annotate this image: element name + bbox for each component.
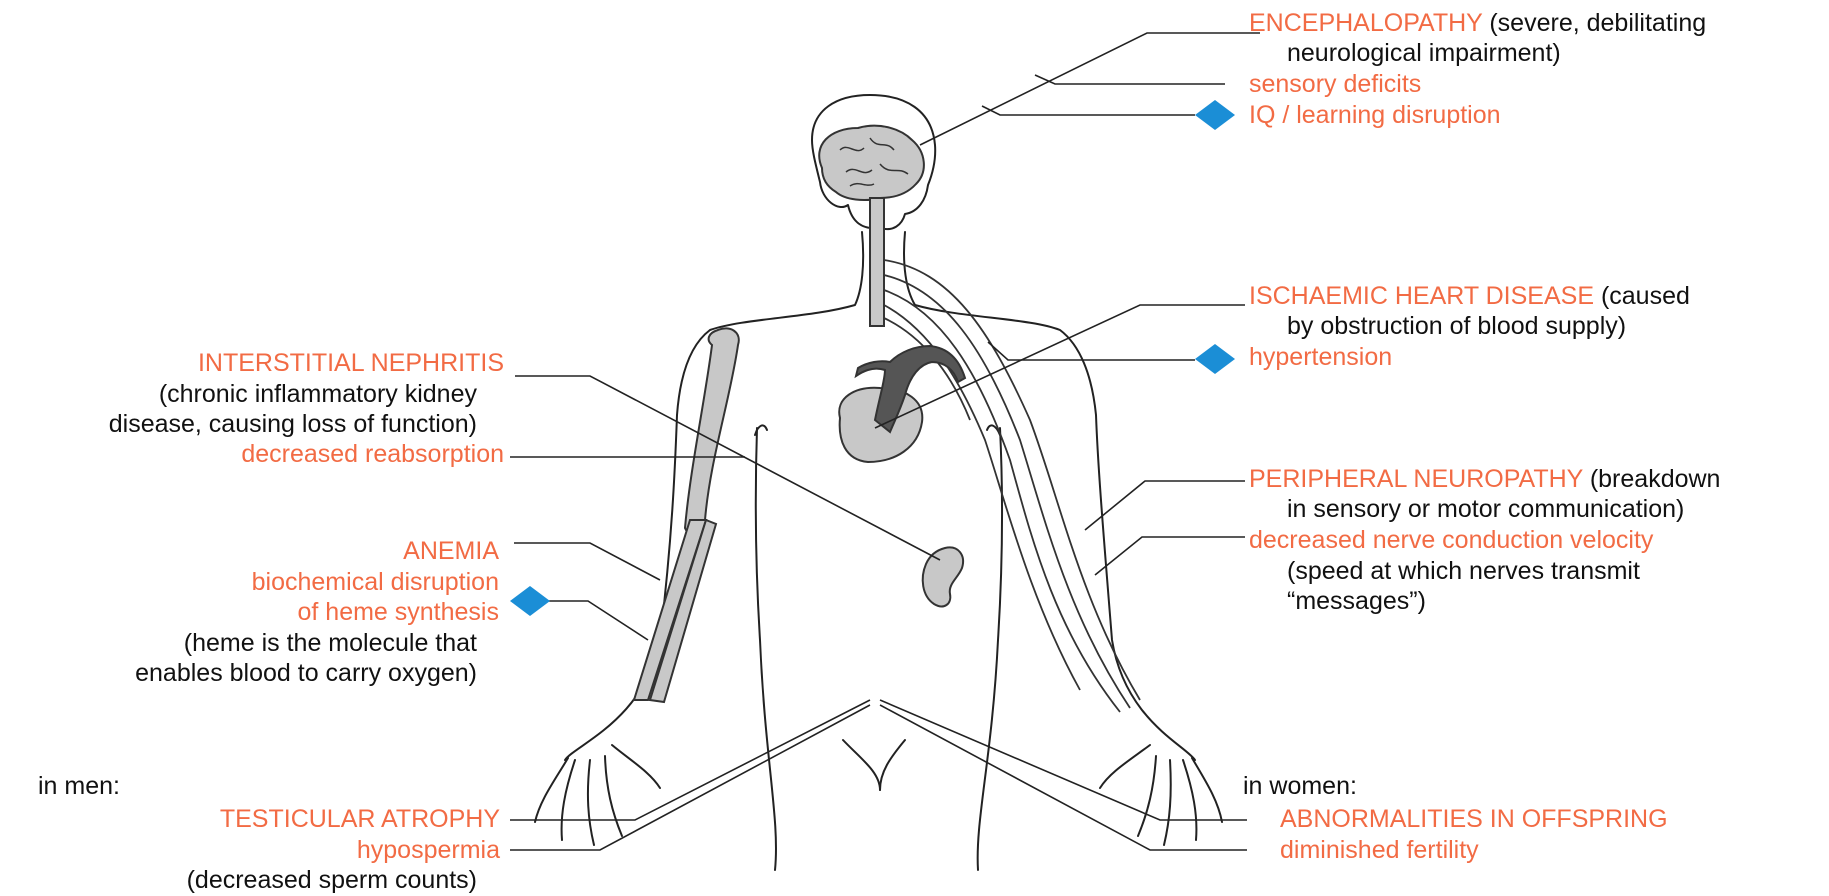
iq-marker-diamond-icon — [1195, 100, 1235, 130]
peripheral-title: PERIPHERAL NEUROPATHY — [1249, 465, 1583, 493]
iq-leader — [982, 106, 1195, 115]
fertility-leader — [880, 705, 1247, 850]
nephritis-label: INTERSTITIAL NEPHRITIS — [198, 348, 504, 378]
nerve-note-a: (speed at which nerves transmit — [1287, 557, 1640, 585]
ischaemic-leader — [875, 305, 1245, 428]
fertility-label: diminished fertility — [1280, 835, 1479, 865]
sensory-leader — [1035, 75, 1225, 84]
peripheral-leader — [1085, 481, 1245, 530]
reabsorption-label: decreased reabsorption — [241, 439, 504, 469]
heme-note-b: enables blood to carry oxygen) — [135, 658, 477, 688]
nephritis-note-a: (chronic inflammatory kidney — [159, 379, 477, 409]
nerve-velocity-leader — [1095, 537, 1245, 575]
ischaemic-title: ISCHAEMIC HEART DISEASE — [1249, 282, 1594, 310]
nerve-velocity-note: (speed at which nerves transmit “message… — [1287, 556, 1640, 616]
heme-label-a: biochemical disruption — [252, 567, 499, 597]
heart — [839, 346, 965, 462]
hypertension-marker-diamond-icon — [1195, 344, 1235, 374]
heme-marker-diamond-icon — [510, 586, 550, 616]
hypertension-label: hypertension — [1249, 342, 1392, 372]
testicular-label: TESTICULAR ATROPHY — [220, 804, 500, 834]
offspring-leader — [880, 700, 1247, 820]
peripheral-note-b: in sensory or motor communication) — [1249, 494, 1684, 524]
encephalopathy-note-a: (severe, debilitating — [1489, 9, 1706, 37]
encephalopathy-note-b: neurological impairment) — [1249, 38, 1561, 68]
women-heading: in women: — [1243, 771, 1357, 801]
sperm-note: (decreased sperm counts) — [187, 865, 477, 895]
hypospermia-label: hypospermia — [357, 835, 500, 865]
nerves — [884, 260, 1140, 712]
offspring-label: ABNORMALITIES IN OFFSPRING — [1280, 804, 1668, 834]
hypertension-leader — [988, 342, 1195, 360]
kidney — [923, 547, 963, 606]
heme-label-b: of heme synthesis — [298, 597, 500, 627]
ischaemic-note-b: by obstruction of blood supply) — [1249, 311, 1626, 341]
ischaemic-label: ISCHAEMIC HEART DISEASE (caused by obstr… — [1249, 281, 1690, 341]
peripheral-note-a: (breakdown — [1590, 465, 1721, 493]
brain — [819, 126, 924, 326]
men-heading: in men: — [38, 771, 120, 801]
arm-bones — [634, 328, 739, 702]
nerve-note-b: “messages”) — [1287, 587, 1426, 615]
iq-learning-label: IQ / learning disruption — [1249, 100, 1501, 130]
sensory-deficits-label: sensory deficits — [1249, 69, 1421, 99]
encephalopathy-label: ENCEPHALOPATHY (severe, debilitating neu… — [1249, 8, 1706, 68]
anemia-leader — [514, 543, 660, 580]
heme-leader — [530, 601, 648, 640]
peripheral-neuropathy-label: PERIPHERAL NEUROPATHY (breakdown in sens… — [1249, 464, 1720, 524]
ischaemic-note-a: (caused — [1601, 282, 1690, 310]
encephalopathy-leader — [920, 33, 1260, 145]
anemia-label: ANEMIA — [403, 536, 499, 566]
nephritis-note-b: disease, causing loss of function) — [109, 409, 477, 439]
heme-note-a: (heme is the molecule that — [184, 628, 477, 658]
encephalopathy-title: ENCEPHALOPATHY — [1249, 9, 1482, 37]
nerve-velocity-label: decreased nerve conduction velocity — [1249, 525, 1653, 555]
